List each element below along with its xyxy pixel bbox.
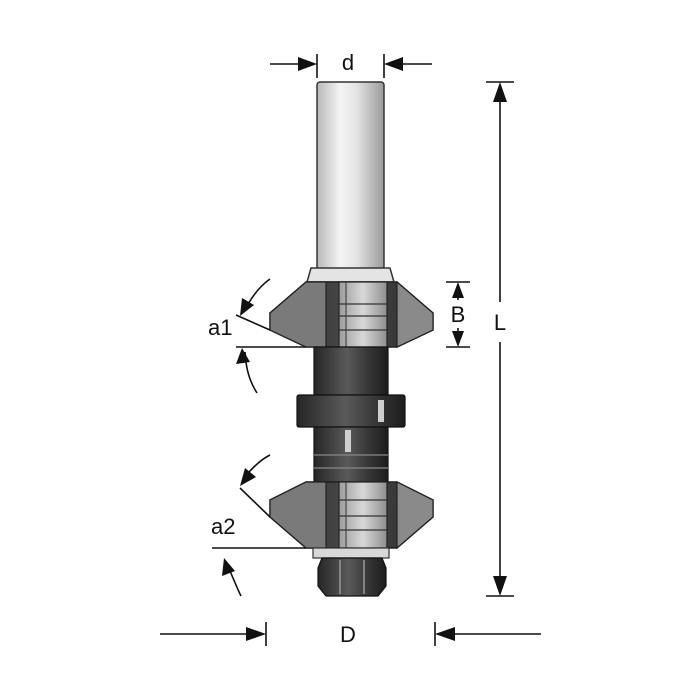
router-bit <box>269 81 434 597</box>
label-b: B <box>451 302 466 327</box>
spacer-ring <box>296 394 406 428</box>
label-d: d <box>342 50 354 75</box>
upper-carbide-tip <box>338 281 388 348</box>
lower-cutter-left-wing <box>269 481 327 549</box>
upper-cutter <box>269 280 434 348</box>
angle-a1: a1 <box>208 278 306 394</box>
label-a2: a2 <box>211 514 235 539</box>
label-a1: a1 <box>208 315 232 340</box>
upper-cutter-left-wing <box>269 281 327 348</box>
lower-cutter-right-wing <box>396 481 434 550</box>
lower-cutter <box>269 481 434 550</box>
label-big-d: D <box>340 622 356 647</box>
dimension-b: B <box>446 281 470 348</box>
dimension-big-d: D <box>160 622 541 647</box>
lower-carbide-tip <box>338 481 388 549</box>
upper-cutter-right-wing <box>396 280 434 348</box>
bottom-washer <box>312 547 390 559</box>
shank <box>316 81 385 271</box>
dimension-l: L <box>486 81 514 597</box>
bottom-nut <box>317 557 387 597</box>
arbor-body-upper <box>313 346 389 396</box>
shank-collar <box>306 267 395 283</box>
label-l: L <box>494 310 506 335</box>
angle-a2: a2 <box>211 454 306 597</box>
dimension-d: d <box>270 50 432 78</box>
